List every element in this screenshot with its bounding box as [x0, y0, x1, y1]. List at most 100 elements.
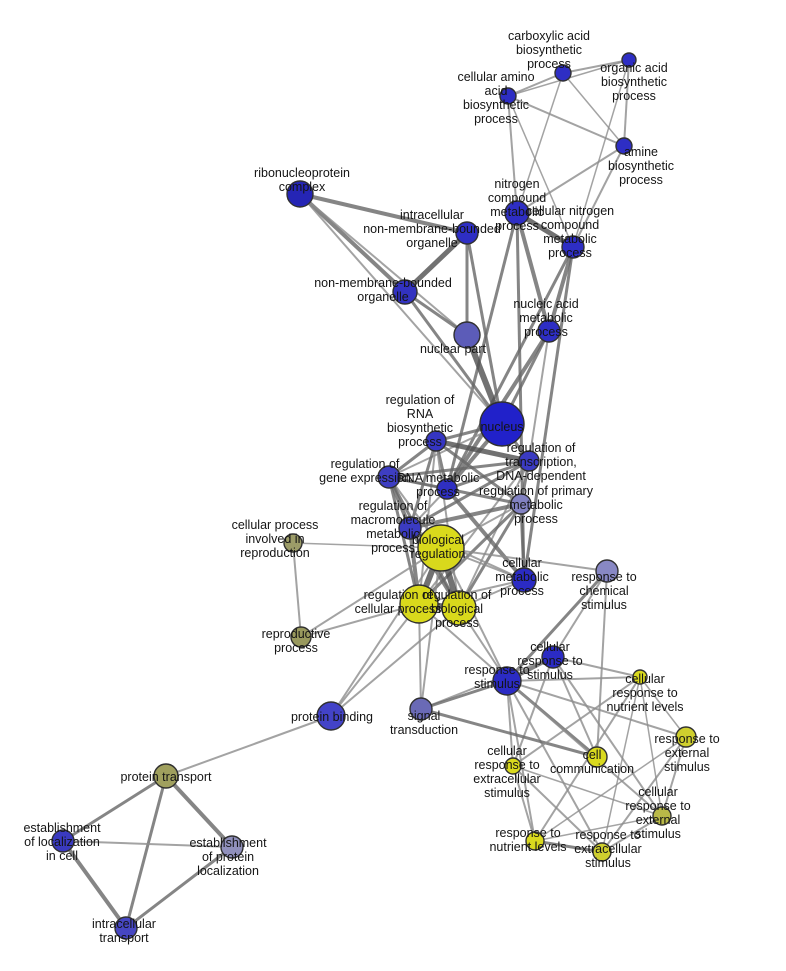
- graph-node-protein-binding[interactable]: [316, 701, 346, 731]
- graph-node-cellular-response-to-extracellular-stimulus[interactable]: [504, 757, 522, 775]
- graph-edge: [458, 460, 530, 609]
- graph-edge: [165, 715, 332, 777]
- graph-edge: [62, 840, 233, 848]
- graph-edge: [435, 438, 530, 464]
- graph-node-regulation-of-gene-expression[interactable]: [377, 465, 401, 489]
- graph-edge: [562, 72, 625, 147]
- graph-node-nucleus[interactable]: [479, 401, 525, 447]
- graph-node-cellular-nitrogen-compound-metabolic-process[interactable]: [561, 235, 585, 259]
- graph-node-amine-biosynthetic-process[interactable]: [615, 137, 633, 155]
- graph-node-response-to-chemical-stimulus[interactable]: [595, 559, 619, 583]
- graph-node-response-to-nutrient-levels[interactable]: [525, 831, 545, 851]
- graph-edge: [572, 59, 630, 248]
- graph-edge: [506, 680, 663, 817]
- graph-node-signal-transduction[interactable]: [409, 697, 433, 721]
- graph-node-non-membrane-bounded-organelle[interactable]: [392, 279, 418, 305]
- graph-edge: [552, 656, 598, 758]
- graph-edge: [445, 487, 526, 582]
- graph-edge: [420, 679, 508, 711]
- graph-edge: [623, 59, 630, 147]
- graph-edge: [124, 775, 168, 929]
- graph-node-cellular-response-to-external-stimulus[interactable]: [652, 806, 672, 826]
- graph-node-nuclear-part[interactable]: [453, 321, 481, 349]
- graph-node-carboxylic-acid-biosynthetic-process[interactable]: [554, 64, 572, 82]
- graph-node-regulation-of-transcription-DNA-dependent[interactable]: [518, 450, 540, 472]
- graph-edge: [572, 145, 625, 248]
- graph-node-biological-regulation[interactable]: [417, 524, 465, 572]
- graph-edge: [409, 502, 522, 530]
- graph-node-cellular-metabolic-process[interactable]: [511, 567, 537, 593]
- graph-edge: [639, 676, 687, 738]
- graph-node-response-to-stimulus[interactable]: [492, 666, 522, 696]
- graph-edge: [125, 845, 233, 930]
- graph-edge: [516, 145, 625, 214]
- graph-edge: [61, 839, 128, 930]
- graph-edge: [534, 815, 663, 842]
- graph-edge: [299, 193, 468, 336]
- graph-node-reproductive-process[interactable]: [290, 626, 312, 648]
- graph-edge: [507, 95, 518, 214]
- graph-node-label-protein-binding: protein binding: [291, 710, 373, 724]
- graph-edge: [547, 246, 575, 332]
- graph-node-regulation-of-macromolecule-metabolic-process[interactable]: [398, 516, 422, 540]
- graph-node-RNA-metabolic-process[interactable]: [436, 478, 458, 500]
- graph-edge: [552, 656, 641, 678]
- graph-edge: [534, 839, 603, 854]
- graph-node-establishment-of-protein-localization[interactable]: [220, 835, 244, 859]
- graph-node-regulation-of-primary-metabolic-process[interactable]: [510, 493, 532, 515]
- graph-edge: [601, 736, 687, 853]
- graph-edge: [552, 656, 663, 817]
- graph-node-cellular-response-to-stimulus[interactable]: [541, 645, 565, 669]
- graph-edge: [388, 459, 530, 479]
- graph-edge: [403, 231, 469, 294]
- graph-edge: [445, 212, 519, 490]
- graph-edge: [512, 676, 641, 767]
- graph-node-cellular-amino-acid-biosynthetic-process[interactable]: [499, 87, 517, 105]
- graph-edge: [387, 476, 421, 605]
- graph-edge: [457, 503, 523, 609]
- graph-edge: [661, 736, 687, 817]
- graph-node-establishment-of-localization-in-cell[interactable]: [51, 829, 75, 853]
- graph-node-intracellular-transport[interactable]: [114, 916, 138, 940]
- graph-node-response-to-extracellular-stimulus[interactable]: [592, 842, 612, 862]
- graph-node-cellular-process-involved-in-reproduction[interactable]: [283, 533, 303, 553]
- graph-node-regulation-of-biological-process[interactable]: [441, 590, 477, 626]
- graph-edge: [505, 569, 609, 683]
- graph-node-intracellular-non-membrane-bounded-organelle[interactable]: [455, 221, 479, 245]
- graph-node-regulation-of-RNA-biosynthetic-process[interactable]: [425, 430, 447, 452]
- graph-node-protein-transport[interactable]: [153, 763, 179, 789]
- graph-node-cellular-response-to-nutrient-levels[interactable]: [632, 669, 648, 685]
- graph-node-response-to-external-stimulus[interactable]: [675, 726, 697, 748]
- graph-edge: [440, 547, 608, 572]
- graph-node-ribonucleoprotein-complex[interactable]: [286, 180, 314, 208]
- graph-edge: [507, 95, 574, 248]
- graph-edge: [596, 570, 608, 758]
- graph-node-cell-communication[interactable]: [586, 746, 608, 768]
- graph-edge: [292, 542, 302, 638]
- graph-node-organic-acid-biosynthetic-process[interactable]: [621, 52, 637, 68]
- graph-node-nitrogen-compound-metabolic-process[interactable]: [504, 200, 530, 226]
- graph-node-regulation-of-cellular-process[interactable]: [399, 584, 439, 624]
- graph-node-label-nucleus: nucleus: [480, 420, 523, 434]
- graph-edge: [506, 680, 687, 738]
- graph-node-nucleic-acid-metabolic-process[interactable]: [537, 319, 561, 343]
